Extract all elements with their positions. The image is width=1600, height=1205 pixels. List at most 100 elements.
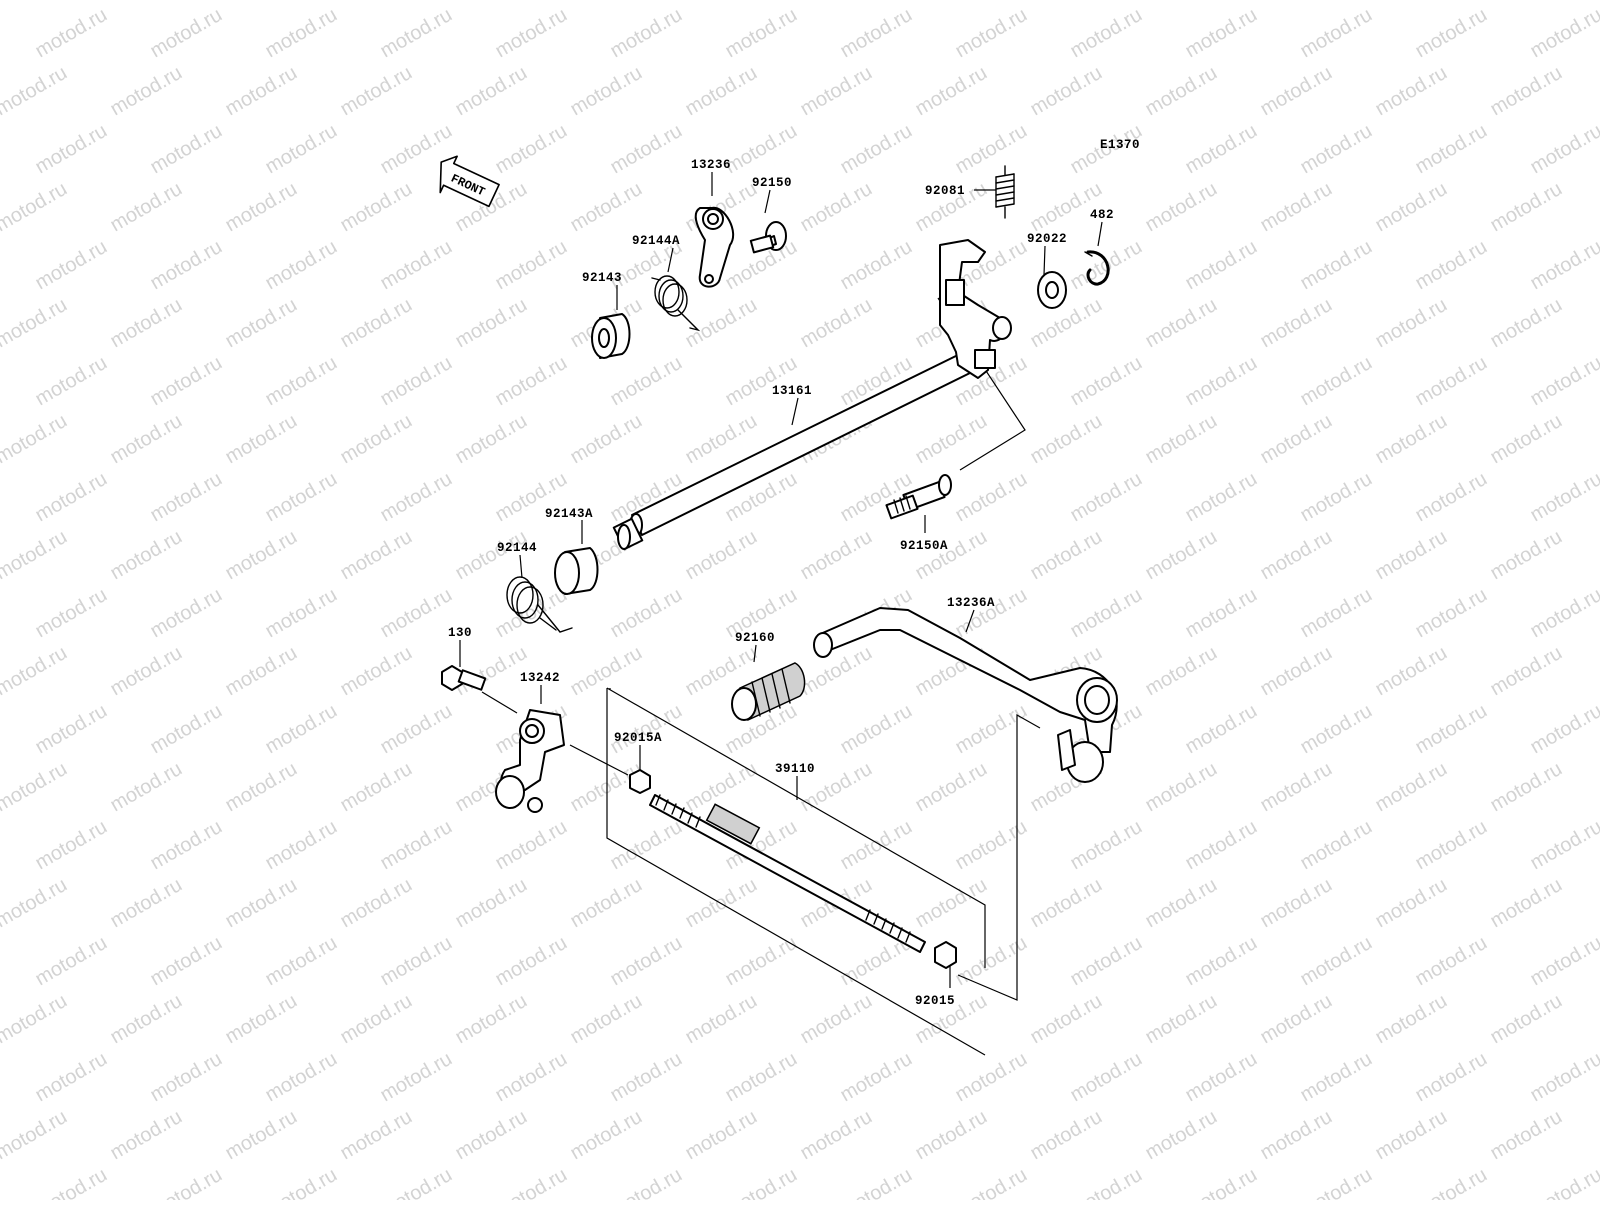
watermark-text: motod.ru (32, 468, 111, 527)
watermark-text: motod.ru (262, 584, 341, 643)
watermark-text: motod.ru (567, 990, 646, 1049)
watermark-text: motod.ru (1142, 758, 1221, 817)
watermark-text: motod.ru (337, 294, 416, 353)
watermark-text: motod.ru (1182, 584, 1261, 643)
watermark-text: motod.ru (1142, 990, 1221, 1049)
watermark-text: motod.ru (1487, 0, 1566, 4)
watermark-text: motod.ru (797, 178, 876, 237)
watermark-text: motod.ru (1487, 758, 1566, 817)
watermark-text: motod.ru (607, 1164, 686, 1200)
watermark-text: motod.ru (452, 410, 531, 469)
watermark-text: motod.ru (1527, 352, 1600, 411)
watermark-text: motod.ru (952, 120, 1031, 179)
watermark-text: motod.ru (262, 236, 341, 295)
watermark-text: motod.ru (492, 584, 571, 643)
watermark-text: motod.ru (262, 1048, 341, 1107)
label-92150: 92150 (752, 176, 792, 190)
watermark-text: motod.ru (722, 932, 801, 991)
watermark-text: motod.ru (1027, 62, 1106, 121)
watermark-text: motod.ru (912, 758, 991, 817)
watermark-text: motod.ru (1372, 410, 1451, 469)
watermark-text: motod.ru (1027, 874, 1106, 933)
watermark-text: motod.ru (1067, 4, 1146, 63)
part-92015-nut (935, 942, 956, 968)
watermark-text: motod.ru (32, 4, 111, 63)
watermark-text: motod.ru (952, 1164, 1031, 1200)
watermark-text: motod.ru (1067, 584, 1146, 643)
watermark-text: motod.ru (1142, 294, 1221, 353)
watermark-text: motod.ru (492, 1164, 571, 1200)
watermark-text: motod.ru (337, 526, 416, 585)
watermark-text: motod.ru (0, 294, 71, 353)
part-92144A-spring (652, 276, 698, 330)
watermark-text: motod.ru (1412, 4, 1491, 63)
watermark-text: motod.ru (1182, 700, 1261, 759)
watermark-text: motod.ru (1257, 1106, 1336, 1165)
watermark-text: motod.ru (107, 0, 186, 4)
watermark-text: motod.ru (1182, 236, 1261, 295)
watermark-text: motod.ru (837, 1048, 916, 1107)
label-92160: 92160 (735, 631, 775, 645)
watermark-text: motod.ru (797, 62, 876, 121)
watermark-text: motod.ru (107, 990, 186, 1049)
watermark-text: motod.ru (147, 120, 226, 179)
watermark-text: motod.ru (262, 352, 341, 411)
watermark-text: motod.ru (377, 816, 456, 875)
watermark-text: motod.ru (1527, 1164, 1600, 1200)
watermark-text: motod.ru (1067, 932, 1146, 991)
watermark-text: motod.ru (722, 4, 801, 63)
watermark-text: motod.ru (147, 584, 226, 643)
watermark-text: motod.ru (1487, 526, 1566, 585)
watermark-text: motod.ru (32, 1048, 111, 1107)
watermark-text: motod.ru (1372, 62, 1451, 121)
watermark-text: motod.ru (492, 1048, 571, 1107)
watermark-text: motod.ru (607, 1048, 686, 1107)
watermark-text: motod.ru (607, 120, 686, 179)
watermark-text: motod.ru (337, 0, 416, 4)
watermark-text: motod.ru (337, 410, 416, 469)
watermark-text: motod.ru (337, 758, 416, 817)
watermark-text: motod.ru (1142, 642, 1221, 701)
watermark-text: motod.ru (682, 1106, 761, 1165)
watermark-text: motod.ru (1412, 584, 1491, 643)
watermark-text: motod.ru (797, 642, 876, 701)
watermark-text: motod.ru (1487, 642, 1566, 701)
diagram-code: E1370 (1100, 138, 1140, 152)
watermark-text: motod.ru (1067, 1048, 1146, 1107)
watermark-text: motod.ru (452, 62, 531, 121)
watermark-text: motod.ru (1257, 874, 1336, 933)
watermark-text: motod.ru (262, 700, 341, 759)
watermark-text: motod.ru (147, 700, 226, 759)
watermark-text: motod.ru (377, 1164, 456, 1200)
watermark-text: motod.ru (377, 932, 456, 991)
watermark-text: motod.ru (32, 1164, 111, 1200)
watermark-text: motod.ru (32, 700, 111, 759)
watermark-text: motod.ru (1372, 0, 1451, 4)
watermark-text: motod.ru (1527, 584, 1600, 643)
watermark-text: motod.ru (492, 4, 571, 63)
label-92143A: 92143A (545, 507, 593, 521)
watermark-text: motod.ru (1142, 874, 1221, 933)
watermark-text: motod.ru (0, 0, 71, 4)
watermark-text: motod.ru (567, 1106, 646, 1165)
part-92081-spring (996, 166, 1014, 218)
watermark-text: motod.ru (1142, 526, 1221, 585)
watermark-text: motod.ru (1257, 526, 1336, 585)
watermark-text: motod.ru (797, 526, 876, 585)
label-13161: 13161 (772, 384, 812, 398)
watermark-text: motod.ru (147, 1048, 226, 1107)
watermark-text: motod.ru (492, 932, 571, 991)
watermark-text: motod.ru (1372, 874, 1451, 933)
watermark-text: motod.ru (837, 120, 916, 179)
watermark-text: motod.ru (0, 758, 71, 817)
watermark-text: motod.ru (147, 236, 226, 295)
watermark-text: motod.ru (682, 294, 761, 353)
label-92150A: 92150A (900, 539, 948, 553)
watermark-text: motod.ru (1027, 294, 1106, 353)
watermark-text: motod.ru (567, 62, 646, 121)
watermark-text: motod.ru (722, 352, 801, 411)
watermark-text: motod.ru (0, 178, 71, 237)
watermark-text: motod.ru (452, 0, 531, 4)
